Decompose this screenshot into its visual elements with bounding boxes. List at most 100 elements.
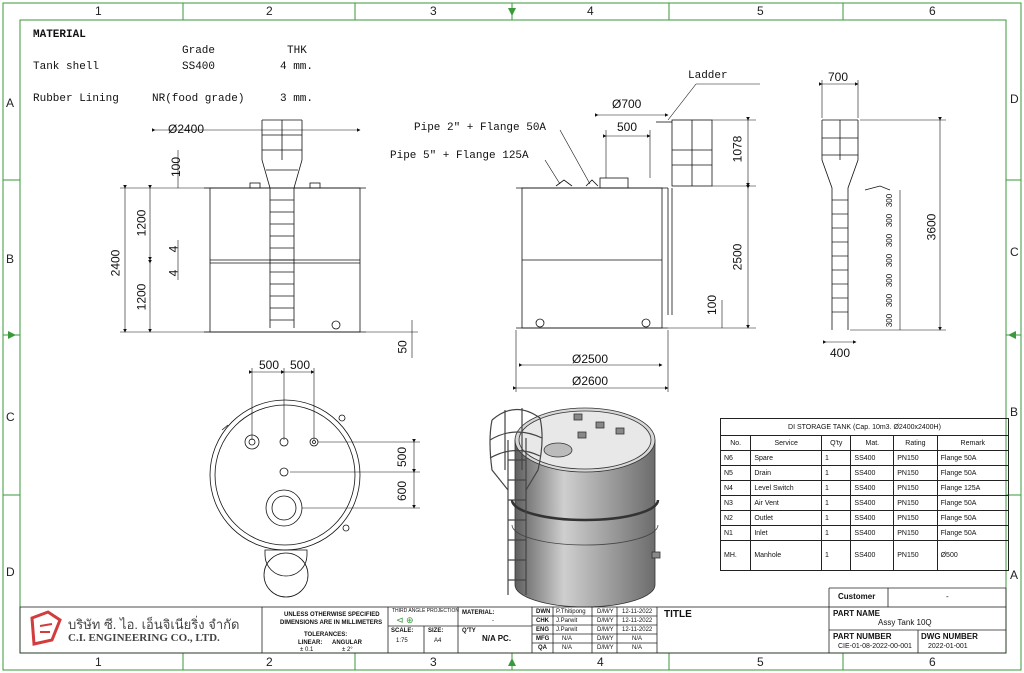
dim-50: 50 <box>395 340 410 354</box>
company-name-en: C.I. ENGINEERING CO., LTD. <box>68 632 220 644</box>
material-row-2-thk: 3 mm. <box>280 93 314 105</box>
sign-date: N/A <box>632 645 643 651</box>
dim-rung-3: 300 <box>885 233 895 248</box>
plan-view-dimensions <box>249 368 420 509</box>
tb-linear-val: ± 0.1 <box>300 647 314 653</box>
tb-customer-label: Customer <box>838 592 876 601</box>
sign-date-format: D/M/Y <box>597 618 614 624</box>
dim-plan-500-a: 500 <box>259 358 280 372</box>
company-name-thai: บริษัท ซี. ไอ. เอ็นจิเนียริ่ง จำกัด <box>68 617 240 632</box>
table-cell: 1 <box>821 480 852 496</box>
note-pipe-5in: Pipe 5" + Flange 125A <box>390 150 529 162</box>
table-cell: SS400 <box>850 465 895 481</box>
plan-view <box>209 399 361 598</box>
zone-col-6-bottom: 6 <box>929 655 936 669</box>
table-cell: N4 <box>719 480 752 496</box>
table-cell: SS400 <box>850 450 895 466</box>
table-cell: 1 <box>821 495 852 511</box>
table-cell: MH. <box>719 540 752 571</box>
sign-date: 12-11-2022 <box>622 618 653 624</box>
table-cell: Outlet <box>750 510 823 526</box>
dim-dia-2600: Ø2600 <box>572 374 609 388</box>
table-cell: Flange 50A <box>936 510 1010 526</box>
zone-col-3-bottom: 3 <box>430 655 437 669</box>
material-row-1-grade: SS400 <box>182 61 216 73</box>
dim-dia-2500: Ø2500 <box>572 352 609 366</box>
material-row-1-name: Tank shell <box>33 61 100 73</box>
dim-plan-500-b: 500 <box>290 358 311 372</box>
front-elevation-view <box>516 119 713 329</box>
sign-date-format: D/M/Y <box>597 627 614 633</box>
table-cell: Flange 125A <box>936 480 1010 496</box>
sign-name: N/A <box>562 645 573 651</box>
nozzle-schedule-table: DI STORAGE TANK (Cap. 10m3. Ø2400x2400H)… <box>719 418 1010 571</box>
nozzle-header-no: No. <box>719 435 752 451</box>
nozzle-header-qty: Q'ty <box>821 435 852 451</box>
dim-100-left: 100 <box>169 156 184 178</box>
zone-row-c: C <box>6 410 15 424</box>
table-cell: 1 <box>821 510 852 526</box>
zone-col-1: 1 <box>95 4 102 18</box>
table-cell: Spare <box>750 450 823 466</box>
note-pipe-2in: Pipe 2" + Flange 50A <box>414 122 547 134</box>
tb-angular-val: ± 2° <box>342 647 353 653</box>
projection-symbol-icon: ⊲ ⊕ <box>396 615 414 625</box>
material-heading: MATERIAL <box>33 29 86 41</box>
zone-col-2: 2 <box>266 4 273 18</box>
table-cell: 1 <box>821 465 852 481</box>
tb-part-name-label: PART NAME <box>833 609 880 618</box>
dim-plan-500-v: 500 <box>395 446 410 468</box>
table-cell: Inlet <box>750 525 823 541</box>
dim-rung-7: 300 <box>885 313 895 328</box>
ladder-side-view <box>821 119 891 330</box>
table-cell: Drain <box>750 465 823 481</box>
tb-tolerances: TOLERANCES: <box>304 632 348 638</box>
table-cell: Flange 50A <box>936 495 1010 511</box>
dim-1078: 1078 <box>730 135 745 163</box>
tb-scale-val: 1:75 <box>396 638 408 644</box>
tb-dwg-number-label: DWG NUMBER <box>921 632 978 641</box>
nozzle-header-service: Service <box>750 435 823 451</box>
dim-1200-lower: 1200 <box>134 283 149 311</box>
sign-date-format: D/M/Y <box>597 609 614 615</box>
zone-col-4: 4 <box>587 4 594 18</box>
sign-role: DWN <box>536 609 551 615</box>
tb-dims-mm: DIMENSIONS ARE IN MILLIMETERS <box>280 620 383 626</box>
table-cell: Ø500 <box>936 540 1010 571</box>
dim-dia-2400: Ø2400 <box>168 122 205 136</box>
zone-col-3: 3 <box>430 4 437 18</box>
isometric-view <box>489 407 661 608</box>
zone-row-right-d: D <box>1010 92 1019 106</box>
dim-400: 400 <box>830 346 851 360</box>
tb-dwg-number-val: 2022-01-001 <box>928 643 968 650</box>
dim-500-front: 500 <box>617 120 638 134</box>
company-logo <box>30 610 62 646</box>
dim-dia-700: Ø700 <box>612 97 642 111</box>
zone-row-right-b: B <box>1010 405 1019 419</box>
sign-name: N/A <box>562 636 573 642</box>
table-cell: Flange 50A <box>936 450 1010 466</box>
zone-col-5-bottom: 5 <box>757 655 764 669</box>
tb-projection: THIRD ANGLE PROJECTION <box>392 608 459 614</box>
tb-part-number-label: PART NUMBER <box>833 632 892 641</box>
table-cell: 1 <box>821 540 852 571</box>
material-row-2-name: Rubber Lining <box>33 93 119 105</box>
tb-size-val: A4 <box>434 638 442 644</box>
table-cell: SS400 <box>850 540 895 571</box>
centering-marks <box>8 8 1016 666</box>
dim-4-upper: 4 <box>166 245 181 253</box>
tb-material-val: - <box>492 618 494 624</box>
table-cell: PN150 <box>893 465 938 481</box>
table-cell: N3 <box>719 495 752 511</box>
tb-qty-val: N/A PC. <box>482 634 512 643</box>
tb-part-number-val: CIE-01-08-2022-00-001 <box>838 643 912 650</box>
sign-date: 12-11-2022 <box>622 627 653 633</box>
table-cell: SS400 <box>850 510 895 526</box>
left-elevation-view <box>204 119 366 333</box>
tb-qty-label: Q'TY <box>462 628 476 634</box>
